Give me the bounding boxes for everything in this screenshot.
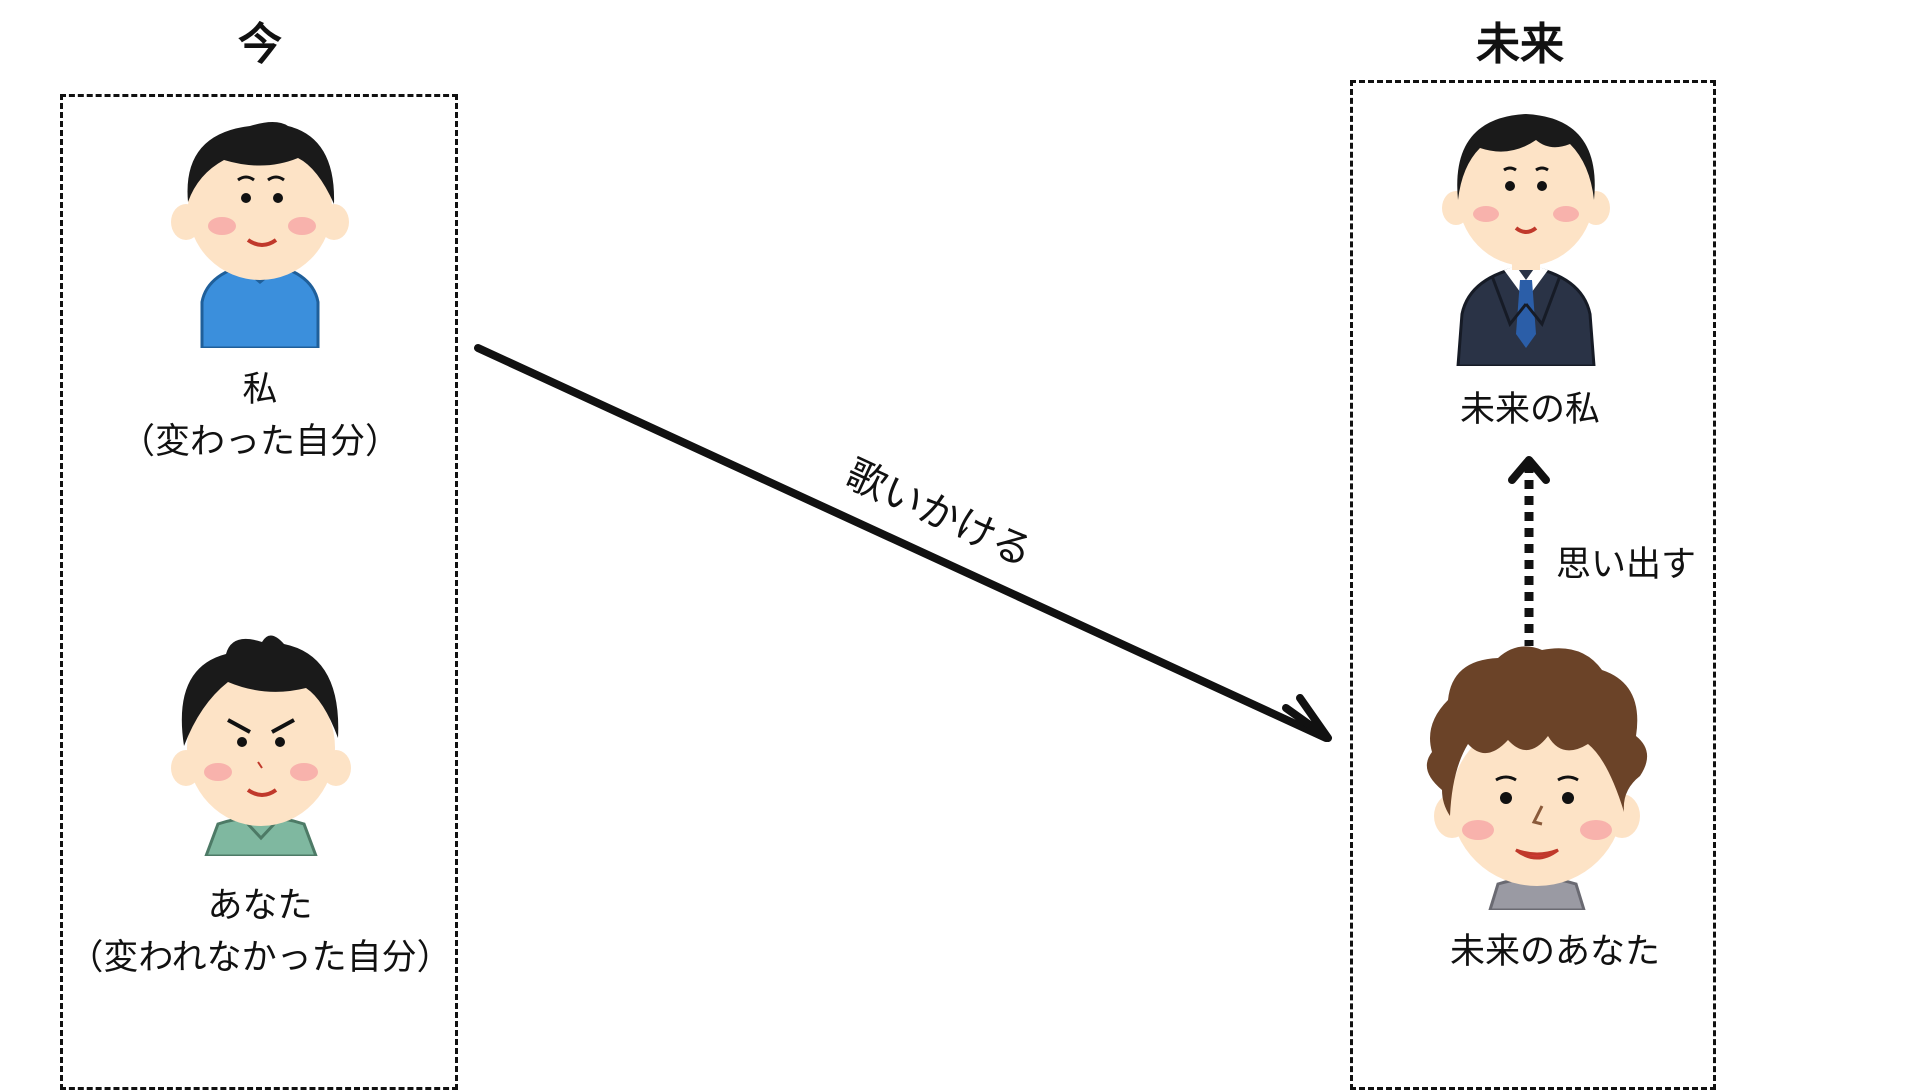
label-you-future: 未来のあなた <box>1449 932 1660 972</box>
remember-arrow <box>1508 456 1550 646</box>
label-you-now: あなた （変われなかった自分） <box>60 880 460 984</box>
person-me-future-illustration <box>1442 114 1610 366</box>
tie <box>1516 280 1536 348</box>
hair <box>181 635 339 746</box>
label-you-now-note: （変われなかった自分） <box>68 938 452 978</box>
sing-to-arrow <box>474 344 1332 742</box>
label-me-now: 私 （変わった自分） <box>100 364 420 468</box>
face <box>1451 718 1623 886</box>
label-me-future: 未来の私 <box>1459 390 1600 430</box>
hair <box>187 122 335 204</box>
face <box>1458 126 1594 266</box>
face <box>188 136 332 280</box>
hair <box>1457 114 1595 200</box>
remember-label: 思い出す <box>1556 545 1697 585</box>
person-me-now-illustration <box>171 122 349 348</box>
label-you-now-name: あなた <box>207 886 313 926</box>
person-you-now-illustration <box>171 635 351 856</box>
heading-now: 今 <box>238 19 282 70</box>
person-you-future-illustration <box>1426 646 1648 910</box>
face <box>187 670 335 826</box>
label-me-now-note: （変わった自分） <box>119 422 400 462</box>
hair <box>1426 646 1648 816</box>
label-me-now-name: 私 <box>242 370 278 410</box>
heading-future: 未来 <box>1476 19 1564 70</box>
